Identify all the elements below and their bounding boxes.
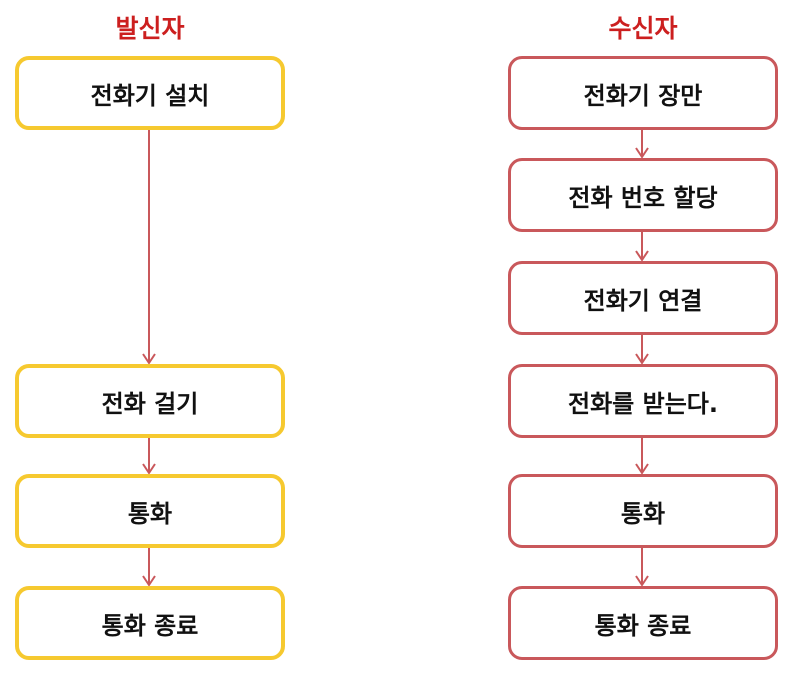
sender-step-end-call: 통화 종료 bbox=[15, 586, 285, 660]
sender-arrow-2 bbox=[142, 438, 156, 475]
sender-title: 발신자 bbox=[115, 14, 185, 43]
sender-arrow-3 bbox=[142, 548, 156, 587]
receiver-step-end-call: 통화 종료 bbox=[508, 586, 778, 660]
receiver-arrow-3 bbox=[635, 335, 649, 365]
receiver-step-receive-call: 전화를 받는다. bbox=[508, 364, 778, 438]
receiver-step-connect-phone: 전화기 연결 bbox=[508, 261, 778, 335]
sender-step-install-phone: 전화기 설치 bbox=[15, 56, 285, 130]
receiver-step-assign-number: 전화 번호 할당 bbox=[508, 158, 778, 232]
receiver-step-acquire-phone: 전화기 장만 bbox=[508, 56, 778, 130]
receiver-arrow-5 bbox=[635, 548, 649, 587]
receiver-arrow-2 bbox=[635, 232, 649, 262]
sender-step-talk: 통화 bbox=[15, 474, 285, 548]
receiver-arrow-1 bbox=[635, 130, 649, 159]
receiver-arrow-4 bbox=[635, 438, 649, 475]
receiver-step-talk: 통화 bbox=[508, 474, 778, 548]
sender-arrow-1 bbox=[142, 130, 156, 365]
receiver-title: 수신자 bbox=[608, 14, 678, 43]
sender-step-place-call: 전화 걸기 bbox=[15, 364, 285, 438]
